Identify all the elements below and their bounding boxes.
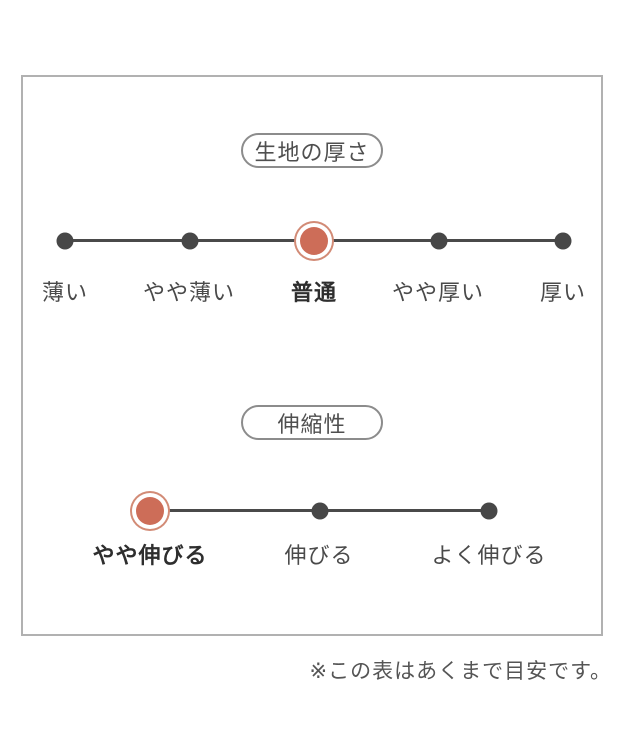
thickness-dot-thick <box>554 232 572 249</box>
thickness-dot-normal-selected <box>300 226 328 255</box>
thickness-dot-slightly-thick <box>430 232 447 249</box>
stretch-label-stretches-well: よく伸びる <box>431 543 547 568</box>
section-title-label: 生地の厚さ <box>254 139 370 165</box>
stretch-scale-track <box>136 496 498 525</box>
thickness-label-thin: 薄い <box>41 280 89 305</box>
thickness-label-normal-selected: 普通 <box>290 280 338 305</box>
thickness-label-slightly-thin: やや薄い <box>142 280 236 305</box>
section-title-fabric-thickness: 生地の厚さ <box>241 133 383 168</box>
section-title-stretchiness: 伸縮性 <box>241 405 383 440</box>
stretch-label-stretches: 伸びる <box>284 543 354 568</box>
stretch-label-slight-selected: やや伸びる <box>92 543 208 568</box>
section-title-label: 伸縮性 <box>277 411 347 437</box>
thickness-label-thick: 厚い <box>539 280 587 305</box>
thickness-dot-slightly-thin <box>181 232 198 249</box>
thickness-scale-track <box>56 226 572 255</box>
stretch-dot-stretches-well <box>480 502 498 519</box>
disclaimer-note: ※この表はあくまで目安です。 <box>309 660 612 683</box>
stretch-dot-stretches <box>311 502 328 519</box>
stretch-dot-slight-selected <box>136 496 164 525</box>
chart-frame: 生地の厚さ 薄い やや薄い 普通 やや厚い 厚い 伸縮性 やや伸びる 伸びる よ… <box>21 75 603 636</box>
thickness-dot-thin <box>56 232 74 249</box>
thickness-label-slightly-thick: やや厚い <box>391 280 485 305</box>
